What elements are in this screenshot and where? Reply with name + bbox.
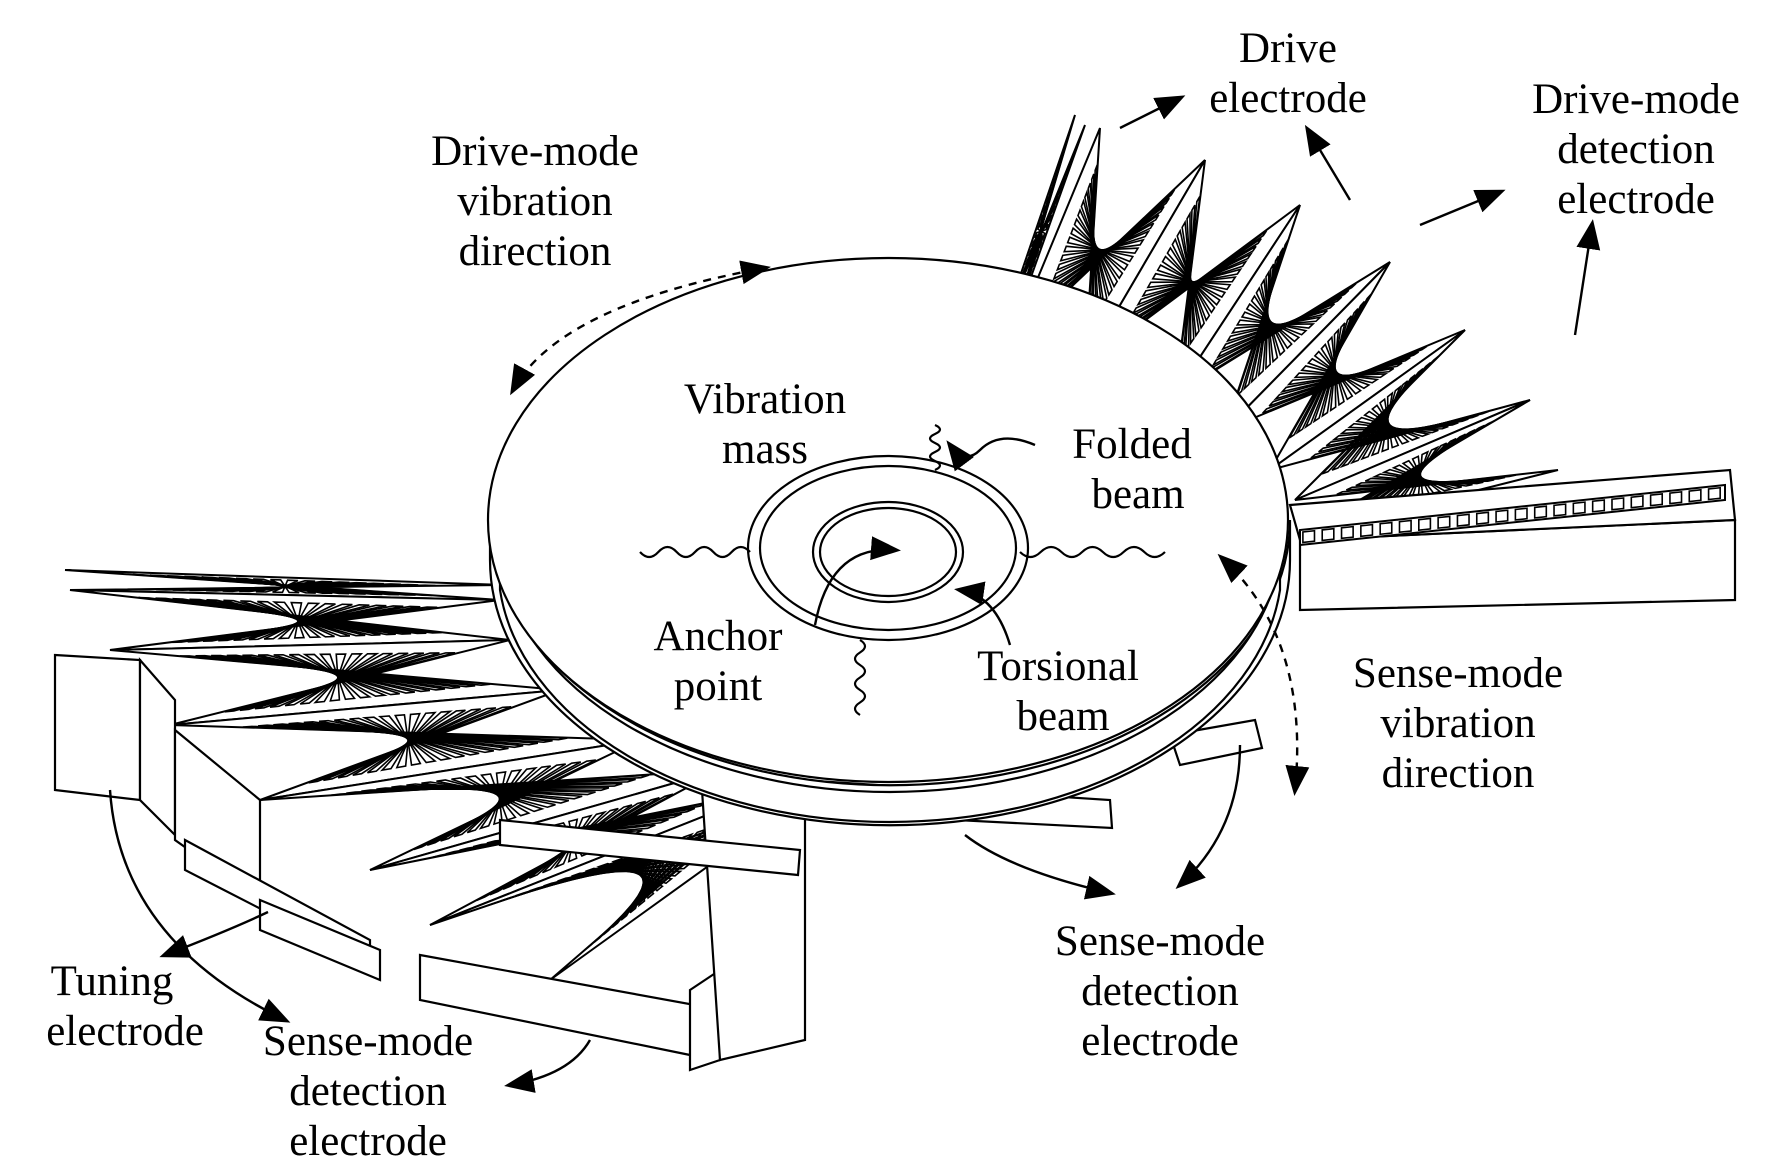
pointer-arrows xyxy=(108,95,1601,1093)
svg-text:Anchor: Anchor xyxy=(654,613,783,660)
label-torsional-beam: Torsional beam xyxy=(977,643,1139,740)
svg-text:Sense-mode: Sense-mode xyxy=(263,1018,473,1065)
svg-text:Tuning: Tuning xyxy=(51,958,174,1005)
comb-right-edge xyxy=(1299,483,1726,547)
svg-text:electrode: electrode xyxy=(1557,176,1715,223)
svg-text:Vibration: Vibration xyxy=(684,376,846,423)
svg-text:electrode: electrode xyxy=(289,1118,447,1165)
folded-beams xyxy=(639,423,1166,716)
svg-text:Folded: Folded xyxy=(1072,421,1191,468)
electrode-combs xyxy=(53,114,1737,1072)
svg-text:detection: detection xyxy=(289,1068,447,1115)
left-base-block-0 xyxy=(53,653,142,802)
svg-text:detection: detection xyxy=(1557,126,1715,173)
svg-text:vibration: vibration xyxy=(1380,700,1535,747)
left-base-block-1 xyxy=(138,657,177,838)
label-tuning-electrode: Tuning electrode xyxy=(46,958,204,1055)
comb-right-4 xyxy=(1224,261,1466,471)
label-drive-electrode: Drive electrode xyxy=(1209,25,1367,122)
comb-left-1 xyxy=(69,589,511,651)
comb-left-3 xyxy=(169,689,641,801)
svg-text:detection: detection xyxy=(1081,968,1239,1015)
comb-left-2 xyxy=(109,639,561,726)
label-drive-mode-detection-electrode: Drive-mode detection electrode xyxy=(1532,76,1740,223)
left-base-block-4 xyxy=(258,898,382,982)
svg-text:mass: mass xyxy=(722,426,808,473)
svg-text:electrode: electrode xyxy=(1209,75,1367,122)
svg-text:beam: beam xyxy=(1016,693,1109,740)
svg-text:Torsional: Torsional xyxy=(977,643,1139,690)
label-drive-mode-vibration-direction: Drive-mode vibration direction xyxy=(431,128,639,275)
label-anchor-point: Anchor point xyxy=(654,613,783,710)
vibration-mass-disk xyxy=(486,256,1292,827)
svg-text:Drive-mode: Drive-mode xyxy=(1532,76,1740,123)
svg-text:beam: beam xyxy=(1091,471,1184,518)
label-sense-mode-detection-electrode-right: Sense-mode detection electrode xyxy=(1055,918,1265,1065)
label-sense-mode-vibration-direction: Sense-mode vibration direction xyxy=(1353,650,1563,797)
comb-right-5 xyxy=(1269,329,1531,501)
svg-text:Sense-mode: Sense-mode xyxy=(1353,650,1563,697)
svg-text:electrode: electrode xyxy=(46,1008,204,1055)
svg-text:direction: direction xyxy=(1382,750,1535,797)
label-vibration-mass: Vibration mass xyxy=(684,376,846,473)
svg-text:direction: direction xyxy=(459,228,612,275)
label-folded-beam: Folded beam xyxy=(1072,421,1191,518)
label-sense-mode-detection-electrode-left: Sense-mode detection electrode xyxy=(263,1018,473,1165)
svg-text:Sense-mode: Sense-mode xyxy=(1055,918,1265,965)
svg-text:Drive-mode: Drive-mode xyxy=(431,128,639,175)
svg-text:vibration: vibration xyxy=(457,178,612,225)
svg-text:Drive: Drive xyxy=(1239,25,1337,72)
anchor-rings xyxy=(746,454,1030,642)
svg-text:electrode: electrode xyxy=(1081,1018,1239,1065)
svg-text:point: point xyxy=(674,663,762,710)
